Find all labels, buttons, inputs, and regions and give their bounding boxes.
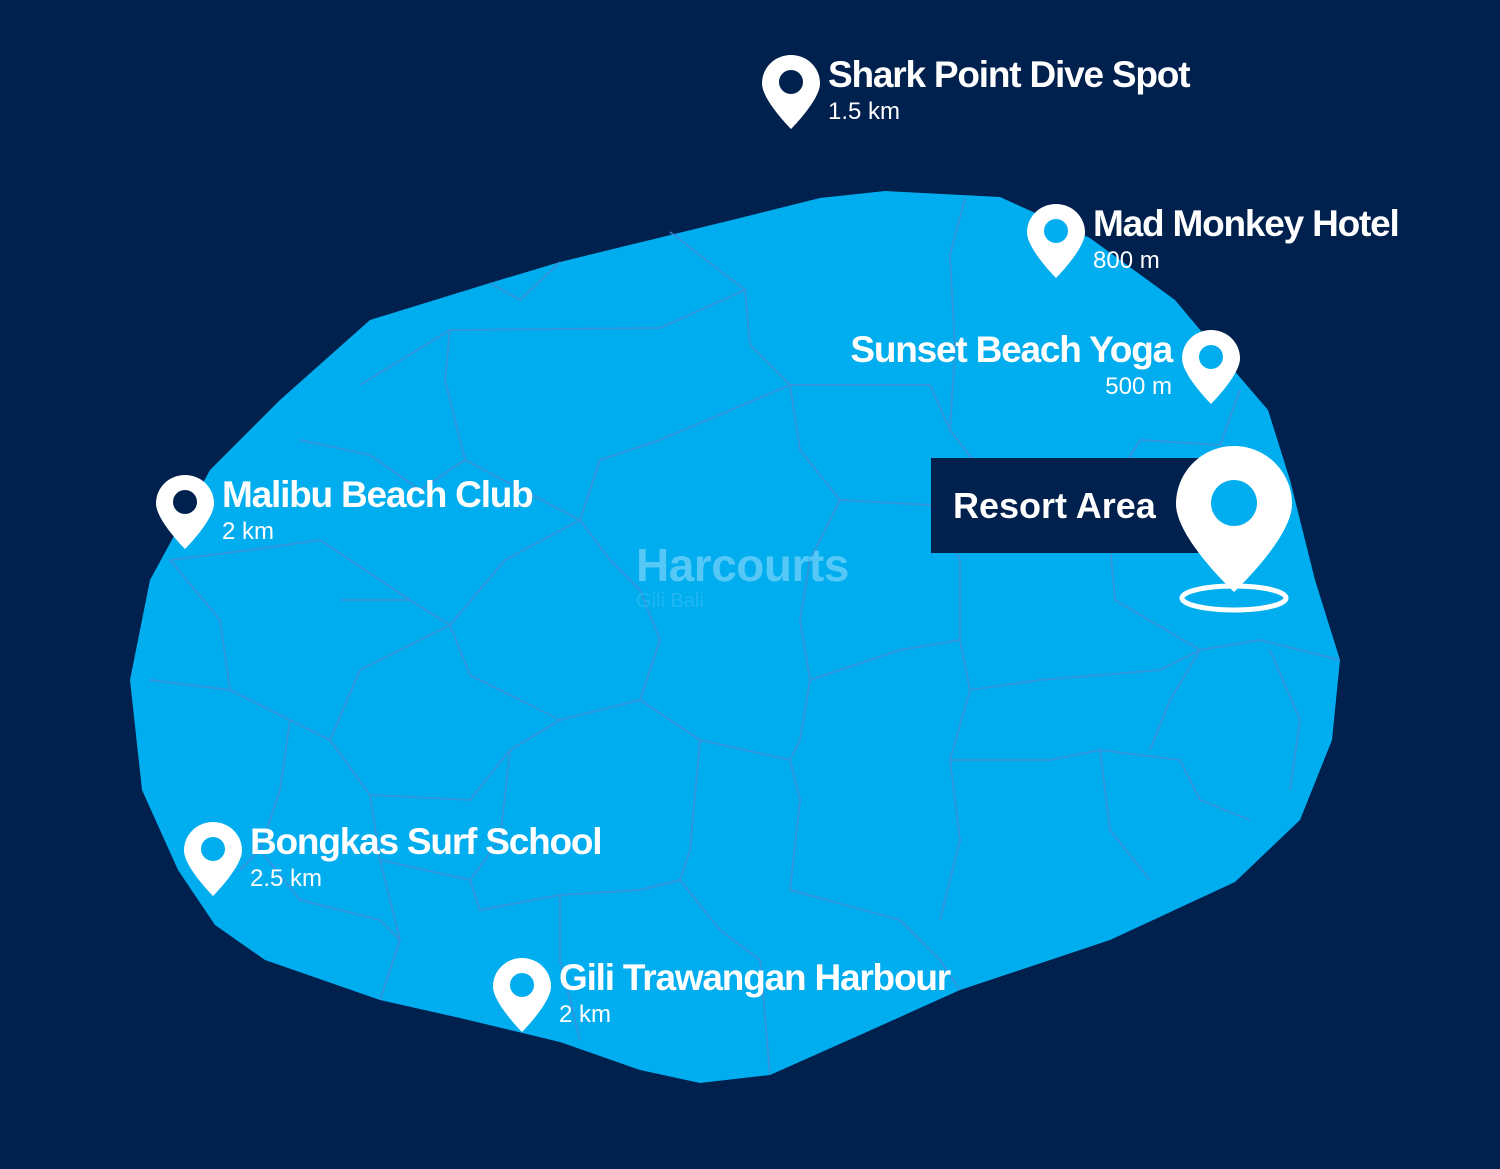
- poi-malibu-beach-club[interactable]: Malibu Beach Club 2 km: [156, 474, 534, 549]
- poi-name: Shark Point Dive Spot: [828, 54, 1191, 95]
- island-landmass: [130, 191, 1340, 1083]
- poi-sunset-beach-yoga[interactable]: Sunset Beach Yoga 500 m: [850, 330, 1240, 404]
- location-pin-icon: [1182, 330, 1240, 404]
- resort-area-label[interactable]: Resort Area: [931, 458, 1201, 553]
- poi-distance: 1.5 km: [828, 98, 901, 125]
- poi-shark-point-dive-spot[interactable]: Shark Point Dive Spot 1.5 km: [762, 54, 1191, 129]
- location-pin-icon[interactable]: [1172, 446, 1292, 616]
- location-pin-icon: [1027, 204, 1085, 278]
- poi-name: Gili Trawangan Harbour: [559, 957, 951, 998]
- poi-distance: 500 m: [1105, 373, 1172, 400]
- poi-gili-trawangan-harbour[interactable]: Gili Trawangan Harbour 2 km: [493, 957, 951, 1032]
- poi-name: Sunset Beach Yoga: [850, 329, 1173, 370]
- poi-name: Bongkas Surf School: [250, 821, 603, 862]
- poi-distance: 2.5 km: [250, 865, 323, 892]
- location-pin-icon: [493, 958, 551, 1032]
- poi-name: Malibu Beach Club: [222, 474, 534, 515]
- brand-subtitle: Gili Bali: [636, 590, 704, 612]
- poi-mad-monkey-hotel[interactable]: Mad Monkey Hotel 800 m: [1027, 203, 1400, 278]
- location-pin-icon: [156, 475, 214, 549]
- poi-bongkas-surf-school[interactable]: Bongkas Surf School 2.5 km: [184, 821, 603, 896]
- brand-name: Harcourts: [636, 539, 849, 591]
- poi-distance: 2 km: [559, 1001, 612, 1028]
- poi-name: Mad Monkey Hotel: [1093, 203, 1400, 244]
- harcourts-watermark: Harcourts Gili Bali: [636, 540, 849, 612]
- location-pin-icon: [762, 55, 820, 129]
- location-pin-icon: [184, 822, 242, 896]
- land-parcel-borders: [149, 197, 1341, 1076]
- poi-distance: 800 m: [1093, 247, 1160, 274]
- poi-distance: 2 km: [222, 518, 275, 545]
